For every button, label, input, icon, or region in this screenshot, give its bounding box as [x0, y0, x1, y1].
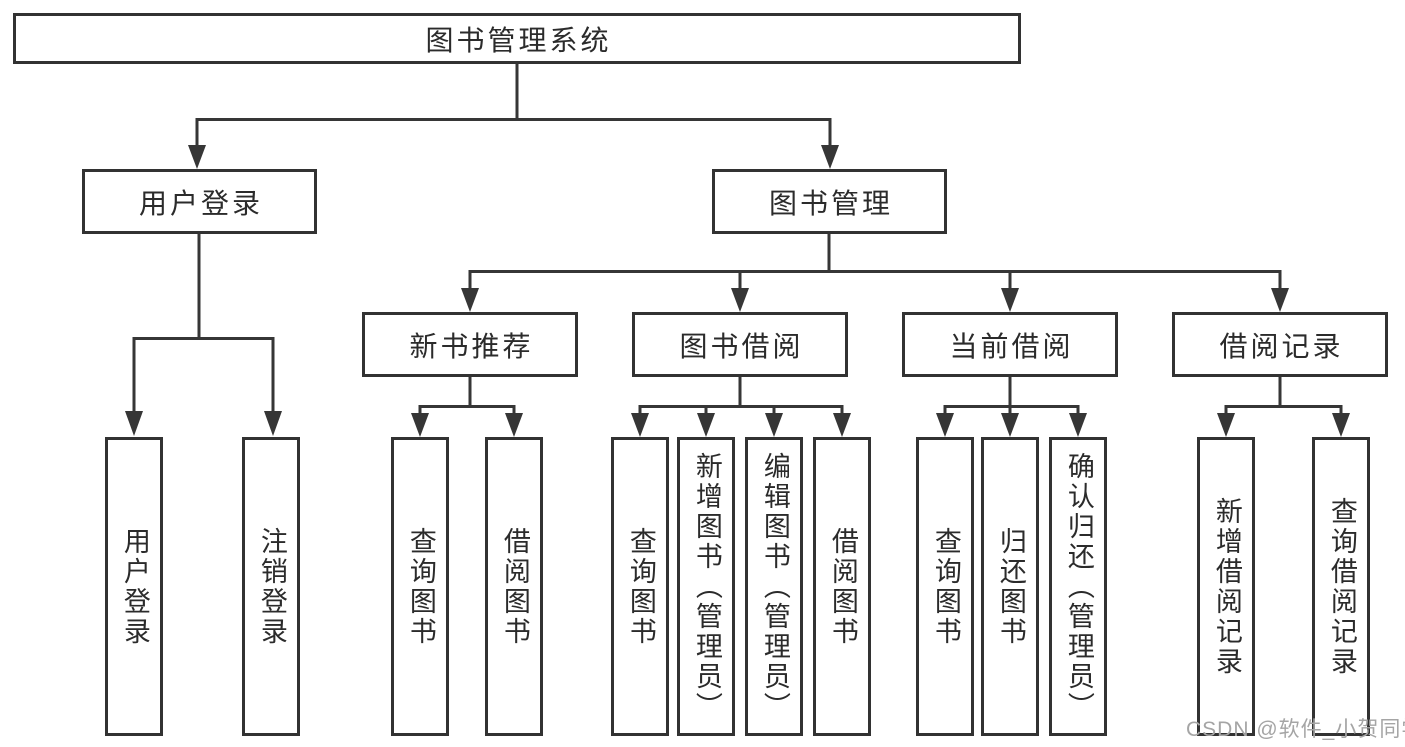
- leaf-borrow-query-books: 查询图书: [611, 437, 669, 736]
- node-new-book-recommend-label: 新书推荐: [409, 330, 534, 362]
- leaf-borrow-add-books-admin: 新增图书（管理员）: [677, 437, 735, 736]
- node-current-borrow: 当前借阅: [902, 312, 1118, 377]
- leaf-logout-label: 注销登录: [256, 526, 287, 647]
- leaf-current-confirm-return-admin: 确认归还（管理员）: [1049, 437, 1107, 736]
- leaf-recommend-borrow-books-label: 借阅图书: [499, 526, 530, 647]
- leaf-borrow-add-books-admin-label: 新增图书（管理员）: [691, 451, 722, 722]
- connector-current-children: [936, 377, 1087, 437]
- leaf-records-query-borrow-record: 查询借阅记录: [1312, 437, 1370, 736]
- leaf-logout: 注销登录: [242, 437, 300, 736]
- node-book-borrow: 图书借阅: [632, 312, 848, 377]
- node-new-book-recommend: 新书推荐: [362, 312, 578, 377]
- node-user-login: 用户登录: [82, 169, 317, 234]
- leaf-recommend-query-books: 查询图书: [391, 437, 449, 736]
- leaf-borrow-query-books-label: 查询图书: [625, 526, 656, 647]
- connector-recommend-children: [411, 377, 523, 437]
- arrowhead-down: [125, 411, 282, 436]
- node-borrow-records: 借阅记录: [1172, 312, 1388, 377]
- node-root-label: 图书管理系统: [425, 24, 612, 56]
- node-book-borrow-label: 图书借阅: [679, 330, 804, 362]
- csdn-watermark: CSDN @软件_小贺同学: [1186, 718, 1405, 741]
- leaf-records-add-borrow-record: 新增借阅记录: [1197, 437, 1255, 736]
- leaf-current-return-books: 归还图书: [981, 437, 1039, 736]
- connector-user-login-children: [125, 234, 282, 436]
- arrowhead-down: [188, 145, 839, 169]
- connector-root-to-level2: [188, 63, 839, 169]
- arrowhead-down: [411, 413, 523, 437]
- leaf-records-add-borrow-record-label: 新增借阅记录: [1211, 496, 1242, 677]
- leaf-current-query-books: 查询图书: [916, 437, 974, 736]
- leaf-current-confirm-return-admin-label: 确认归还（管理员）: [1063, 451, 1094, 722]
- node-book-management: 图书管理: [712, 169, 947, 234]
- leaf-borrow-borrow-books: 借阅图书: [813, 437, 871, 736]
- arrowhead-down: [1217, 413, 1350, 437]
- connector-records-children: [1217, 377, 1350, 437]
- leaf-recommend-query-books-label: 查询图书: [405, 526, 436, 647]
- leaf-user-login: 用户登录: [105, 437, 163, 736]
- node-root: 图书管理系统: [13, 13, 1021, 64]
- arrowhead-down: [461, 288, 1289, 312]
- node-book-management-label: 图书管理: [768, 187, 893, 219]
- leaf-records-query-borrow-record-label: 查询借阅记录: [1326, 496, 1357, 677]
- node-borrow-records-label: 借阅记录: [1219, 330, 1344, 362]
- connector-book-mgmt-to-level3: [461, 233, 1289, 312]
- leaf-borrow-edit-books-admin-label: 编辑图书（管理员）: [759, 451, 790, 722]
- leaf-current-return-books-label: 归还图书: [995, 526, 1026, 647]
- arrowhead-down: [936, 413, 1087, 437]
- leaf-recommend-borrow-books: 借阅图书: [485, 437, 543, 736]
- node-current-borrow-label: 当前借阅: [949, 330, 1074, 362]
- leaf-borrow-borrow-books-label: 借阅图书: [827, 526, 858, 647]
- arrowhead-down: [631, 413, 851, 437]
- leaf-borrow-edit-books-admin: 编辑图书（管理员）: [745, 437, 803, 736]
- connector-borrow-children: [631, 377, 851, 437]
- node-user-login-label: 用户登录: [138, 187, 263, 219]
- leaf-current-query-books-label: 查询图书: [930, 526, 961, 647]
- leaf-user-login-label: 用户登录: [119, 526, 150, 647]
